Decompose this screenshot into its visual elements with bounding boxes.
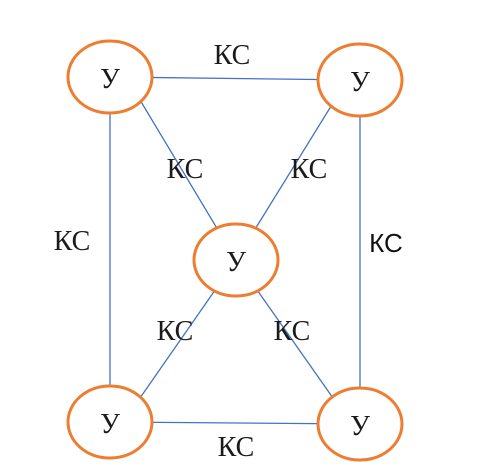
node-top-right [316, 42, 404, 118]
node-bottom-right [316, 386, 404, 462]
edge-label-diag-top-left: КС [167, 154, 204, 185]
edge-label-left: КС [54, 226, 91, 257]
edge-label-bottom: КС [218, 432, 255, 463]
edge-label-diag-bottom-right: КС [274, 316, 311, 347]
node-label-center: У [226, 247, 246, 278]
node-label-bottom-left: У [100, 409, 120, 440]
edge-label-diag-top-right: КС [291, 154, 328, 185]
node-top-left [66, 39, 154, 115]
edge-label-diag-bottom-left: КС [157, 316, 194, 347]
node-label-top-right: У [350, 67, 370, 98]
node-center [192, 222, 280, 298]
node-label-bottom-right: У [350, 411, 370, 442]
node-bottom-left [66, 384, 154, 460]
node-label-top-left: У [100, 64, 120, 95]
edge-label-right: КС [369, 228, 403, 258]
edge-label-top: КС [214, 40, 251, 71]
